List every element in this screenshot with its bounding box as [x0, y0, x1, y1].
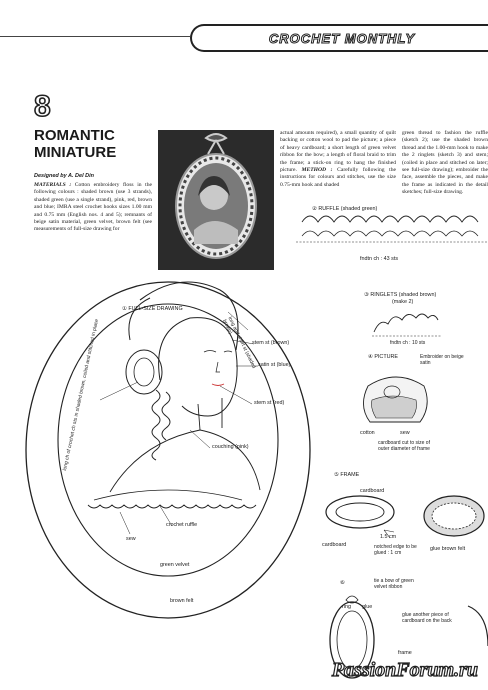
picture-cardboard-cut: cardboard cut to size of outer diameter …	[378, 440, 430, 452]
pattern-number: 8	[33, 89, 51, 124]
finish-ring: ring	[342, 604, 351, 610]
frame-dimension: 1.5 cm	[380, 534, 397, 540]
photo-illustration	[158, 130, 274, 270]
method-text: Carefully following the instructions for…	[280, 167, 396, 188]
materials-label: MATERIALS :	[34, 182, 72, 188]
picture-sew: sew	[400, 430, 410, 436]
article-title: ROMANTIC MINIATURE	[34, 127, 117, 161]
picture-title: ④ PICTURE	[368, 354, 398, 360]
col2-paragraph: actual amounts required), a small quanti…	[280, 130, 396, 174]
finish-number: ⑥	[340, 580, 345, 586]
frame-cardboard-1: cardboard	[360, 488, 385, 494]
header-rule	[0, 36, 190, 37]
finish-bow: tie a bow of green velvet ribbon	[374, 578, 414, 590]
method-label: METHOD :	[301, 167, 333, 174]
ringlets-fndtn: fndtn ch : 10 sts	[390, 340, 426, 346]
site-watermark: PassionForum.ru	[331, 658, 478, 681]
outer-felt-ellipse	[25, 281, 311, 619]
label-satin-blue: satin st (blue)	[258, 362, 291, 368]
label-brown-felt: brown felt	[170, 598, 194, 604]
frame-notched: notched edge to be glued : 1 cm	[374, 544, 417, 556]
column-3-text: green thread to fashion the ruffle (sket…	[402, 130, 488, 197]
inner-velvet-ellipse	[57, 303, 279, 577]
full-size-caption: ① FULL-SIZE DRAWING	[122, 306, 183, 312]
label-crochet-ruffle: crochet ruffle	[166, 522, 198, 528]
ringlets-sub: (make 2)	[392, 299, 414, 305]
ruffle-fndtn: fndtn ch : 43 sts	[360, 256, 399, 262]
picture-embroider: Embroider on beige satin	[420, 354, 464, 366]
frame-glue-felt: glue brown felt	[430, 546, 466, 552]
ruffle-sketch-loops	[301, 215, 479, 223]
label-couching: couching (pink)	[212, 444, 249, 450]
label-green-velvet: green velvet	[160, 562, 190, 568]
label-stem-red: stem st (red)	[254, 400, 285, 406]
finished-photo	[158, 130, 274, 270]
label-sew: sew	[126, 536, 136, 542]
finish-glue: glue	[362, 604, 373, 610]
column-2-text: actual amounts required), a small quanti…	[280, 130, 396, 189]
materials-paragraph: MATERIALS : Cotton embroidery floss in t…	[34, 182, 152, 234]
materials-text: Cotton embroidery floss in the following…	[34, 182, 152, 233]
ruffle-sketch-title: ② RUFFLE (shaded green)	[312, 206, 378, 212]
designer-credit: Designed by A. Del Din	[34, 173, 95, 179]
label-stem-brown: stem st (brown)	[252, 340, 290, 346]
finish-glue-another: glue another piece of cardboard on the b…	[402, 612, 452, 624]
ringlets-title: ③ RINGLETS (shaded brown)	[364, 292, 437, 298]
col3-paragraph: green thread to fashion the ruffle (sket…	[402, 130, 488, 196]
ruffle-scallops	[87, 504, 257, 509]
picture-cotton: cotton	[360, 430, 375, 436]
finish-frame: frame	[398, 650, 412, 656]
frame-title: ⑤ FRAME	[334, 472, 360, 478]
frame-cardboard-2: cardboard	[322, 542, 347, 548]
header-banner: CROCHET MONTHLY	[190, 24, 488, 52]
ringlet-sketch	[373, 313, 439, 333]
magazine-title: CROCHET MONTHLY	[268, 30, 416, 46]
